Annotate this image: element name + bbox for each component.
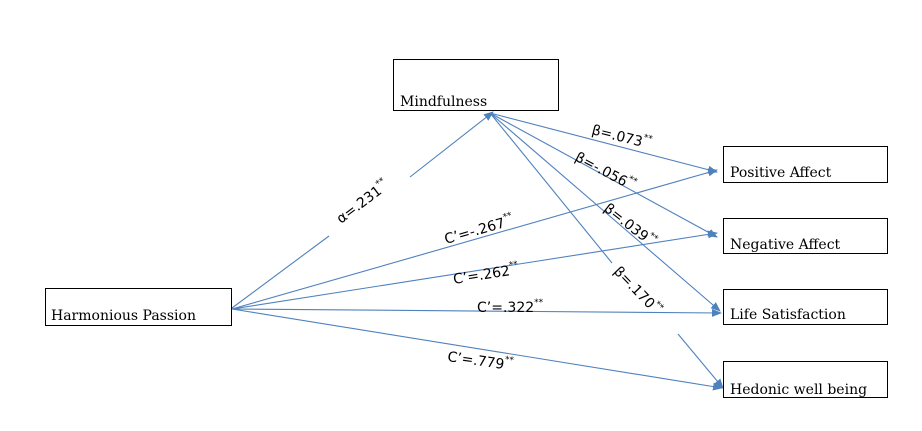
- node-positive-affect-label: Positive Affect: [730, 165, 832, 181]
- path-c-life-satisfaction: [231, 308, 722, 317]
- path-b-hedonic-well-being-coefficient: β=.170**: [610, 262, 666, 319]
- node-mindfulness-label: Mindfulness: [400, 94, 487, 110]
- path-b-hedonic-lower: [677, 333, 724, 389]
- path-b-negative-affect: [489, 112, 718, 238]
- node-hedonic-well-being: Hedonic well being: [723, 361, 888, 398]
- path-b-negative-affect-coefficient: β=-.056**: [572, 148, 639, 195]
- path-c-positive-affect-coefficient: C’=-.267**: [442, 211, 516, 248]
- path-c-positive-affect: [231, 168, 718, 310]
- node-harmonious-passion-label: Harmonious Passion: [51, 308, 196, 324]
- path-a-coefficient: α=.231**: [333, 176, 393, 227]
- path-c-life-satisfaction-coefficient: C’=.322**: [477, 298, 544, 316]
- path-c-hedonic-well-being: [231, 308, 723, 391]
- node-negative-affect: Negative Affect: [723, 218, 888, 254]
- path-a-upper: [409, 111, 494, 178]
- node-negative-affect-label: Negative Affect: [730, 237, 841, 253]
- node-harmonious-passion: Harmonious Passion: [45, 288, 232, 326]
- node-mindfulness: Mindfulness: [393, 59, 559, 111]
- path-b-positive-affect-coefficient: β=.073**: [590, 120, 654, 152]
- node-hedonic-well-being-label: Hedonic well being: [730, 382, 867, 398]
- path-c-negative-affect-coefficient: C’=.262**: [452, 260, 521, 288]
- node-life-satisfaction: Life Satisfaction: [723, 289, 888, 325]
- node-positive-affect: Positive Affect: [723, 146, 888, 183]
- node-life-satisfaction-label: Life Satisfaction: [730, 307, 846, 323]
- path-b-life-satisfaction: [489, 112, 721, 312]
- path-a-lower: [231, 235, 330, 309]
- path-b-hedonic-upper: [489, 112, 613, 264]
- path-c-hedonic-well-being-coefficient: C’=.779**: [446, 347, 514, 374]
- path-b-positive-affect: [489, 112, 718, 174]
- path-c-negative-affect: [231, 230, 718, 310]
